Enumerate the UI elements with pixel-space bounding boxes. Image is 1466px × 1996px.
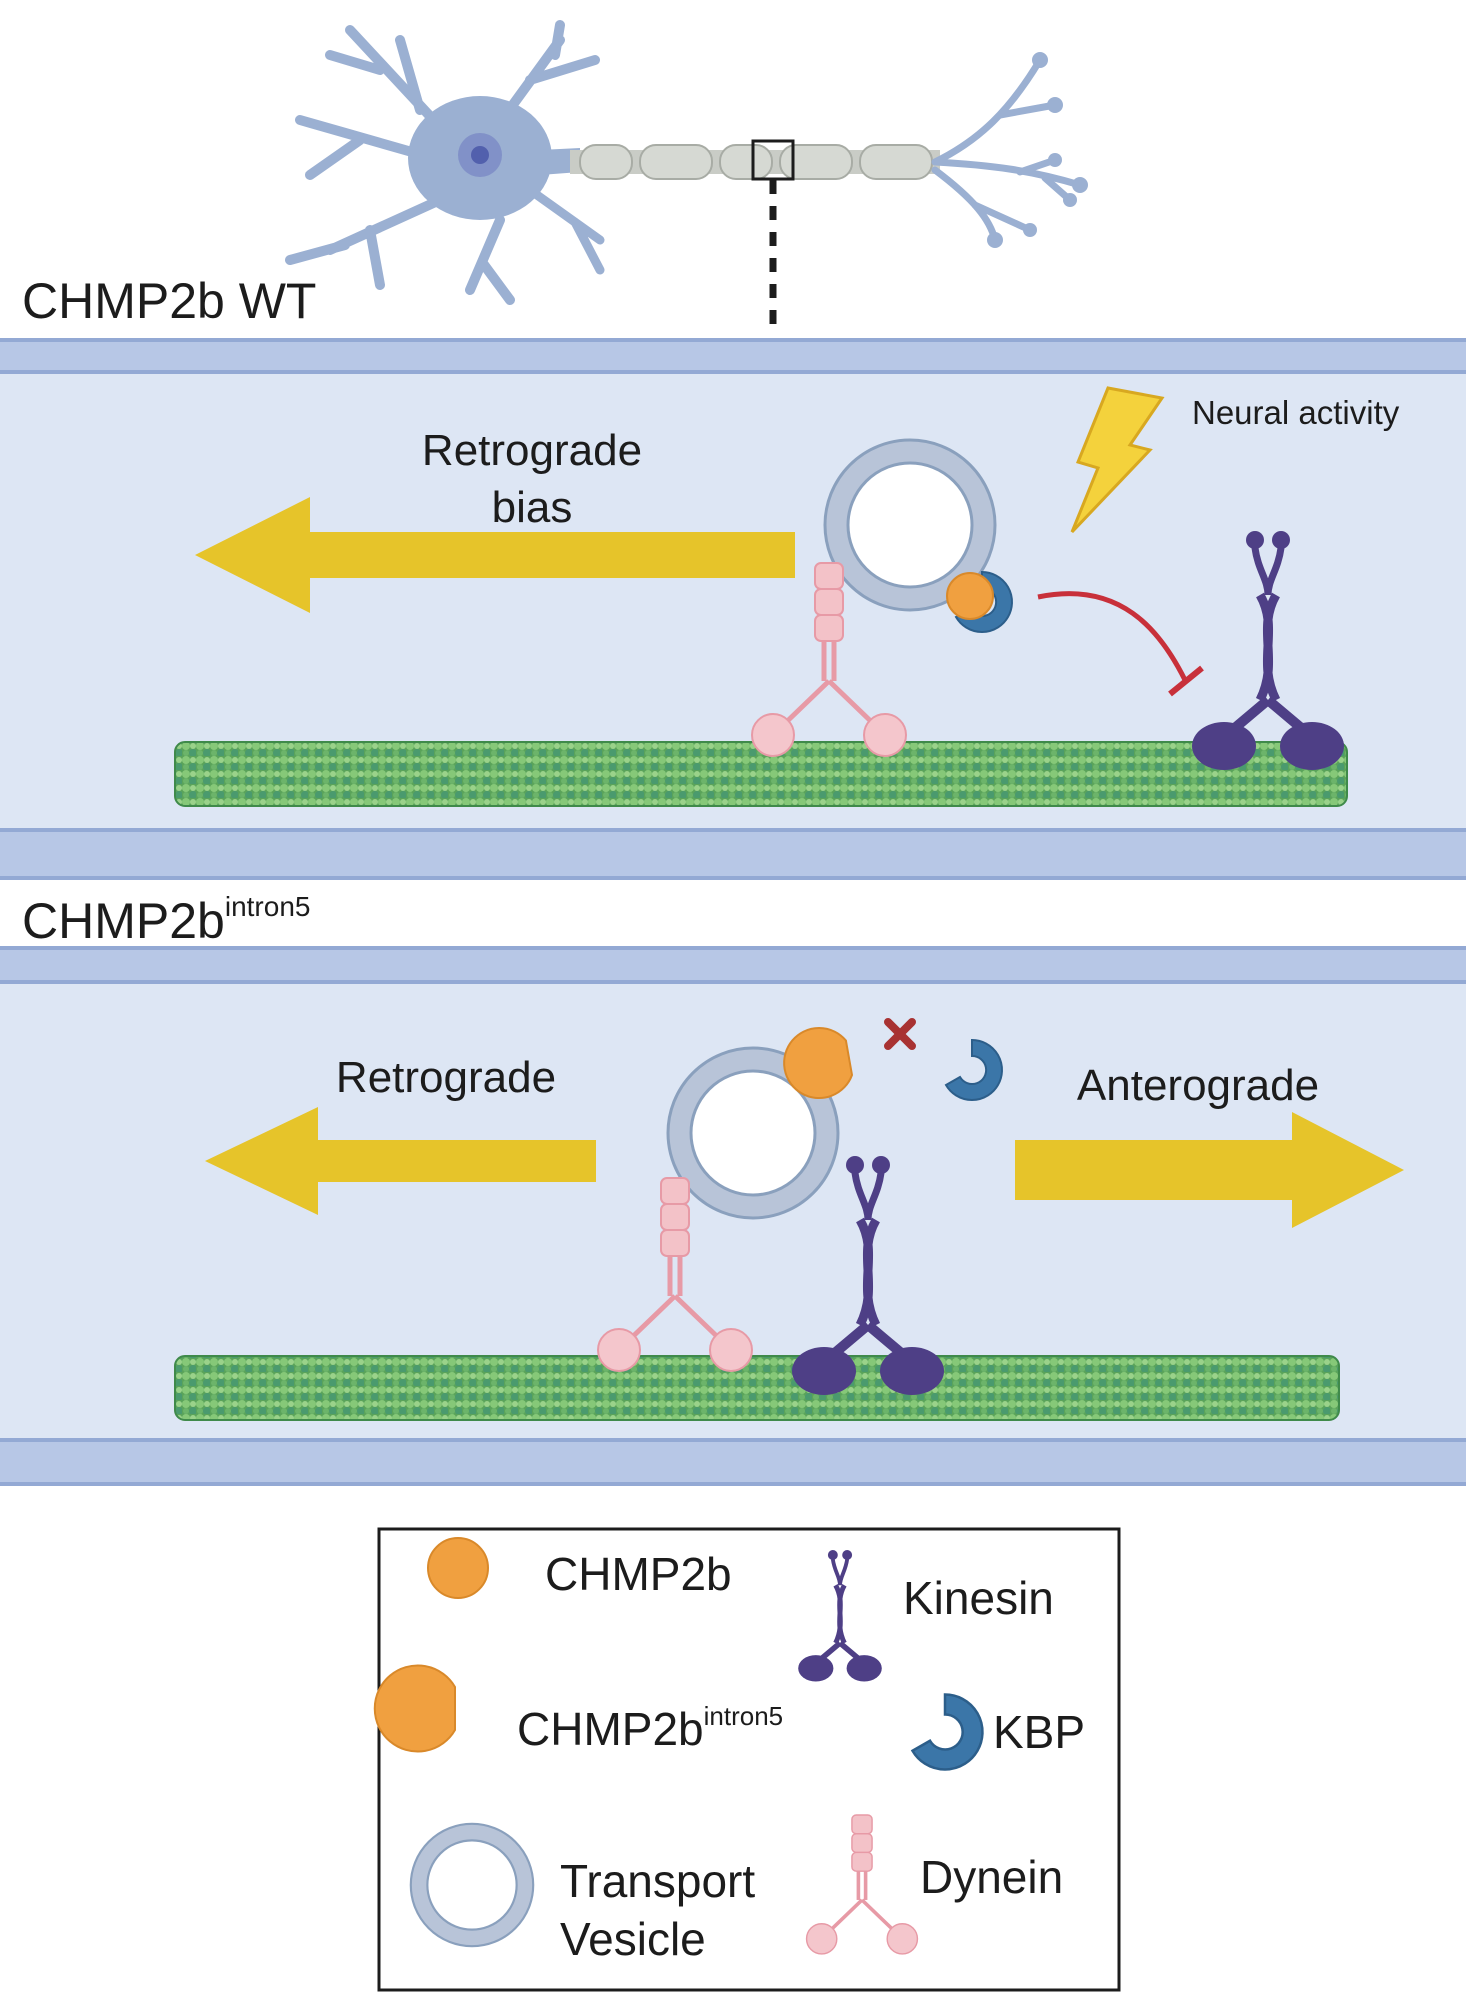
wt-arrow-label-line2: bias [492, 483, 573, 532]
legend-vesicle-line2: Vesicle [560, 1913, 706, 1965]
neuron-icon [285, 20, 1088, 330]
vesicle-icon [409, 1822, 535, 1948]
wt-retrograde-arrow [195, 497, 795, 613]
mutant-microtubule [174, 1355, 1340, 1421]
zoom-box [751, 139, 795, 181]
mutant-chmp2b [783, 1027, 854, 1100]
mutant-anterograde-label: Anterograde [1077, 1061, 1319, 1110]
legend-kinesin: Kinesin [903, 1572, 1054, 1624]
neural-activity-label: Neural activity [1192, 394, 1400, 431]
legend: CHMP2b Kinesin CHMP2bintron5 KBP Transpo… [373, 1527, 1121, 1992]
wt-chmp2b [946, 572, 994, 620]
mutant-retrograde-arrow [205, 1107, 596, 1215]
inhibition-bar [1168, 665, 1204, 697]
legend-chmp2b-mut-sup: intron5 [704, 1701, 784, 1731]
mutant-panel-title: CHMP2bintron5 [22, 891, 310, 949]
mutant-title-main: CHMP2b [22, 893, 225, 949]
legend-chmp2b-mut: CHMP2bintron5 [517, 1701, 783, 1755]
legend-dynein: Dynein [920, 1851, 1063, 1903]
legend-vesicle-line1: Transport [560, 1855, 755, 1907]
wt-arrow-label-line1: Retrograde [422, 426, 642, 475]
chmp2b-icon [427, 1537, 489, 1599]
inhibition-line [1037, 591, 1188, 682]
mutant-anterograde-arrow [1015, 1112, 1404, 1228]
legend-kbp: KBP [993, 1706, 1085, 1758]
lightning-bolt-icon [1070, 386, 1165, 534]
cross-icon [884, 1018, 916, 1050]
mutant-retrograde-label: Retrograde [336, 1053, 556, 1102]
legend-box [377, 1527, 1121, 1992]
legend-chmp2b: CHMP2b [545, 1548, 732, 1600]
legend-chmp2b-mut-main: CHMP2b [517, 1703, 704, 1755]
wt-panel-title: CHMP2b WT [22, 273, 316, 329]
chmp2b-mutant-icon [373, 1664, 456, 1753]
mutant-title-sup: intron5 [225, 891, 311, 922]
